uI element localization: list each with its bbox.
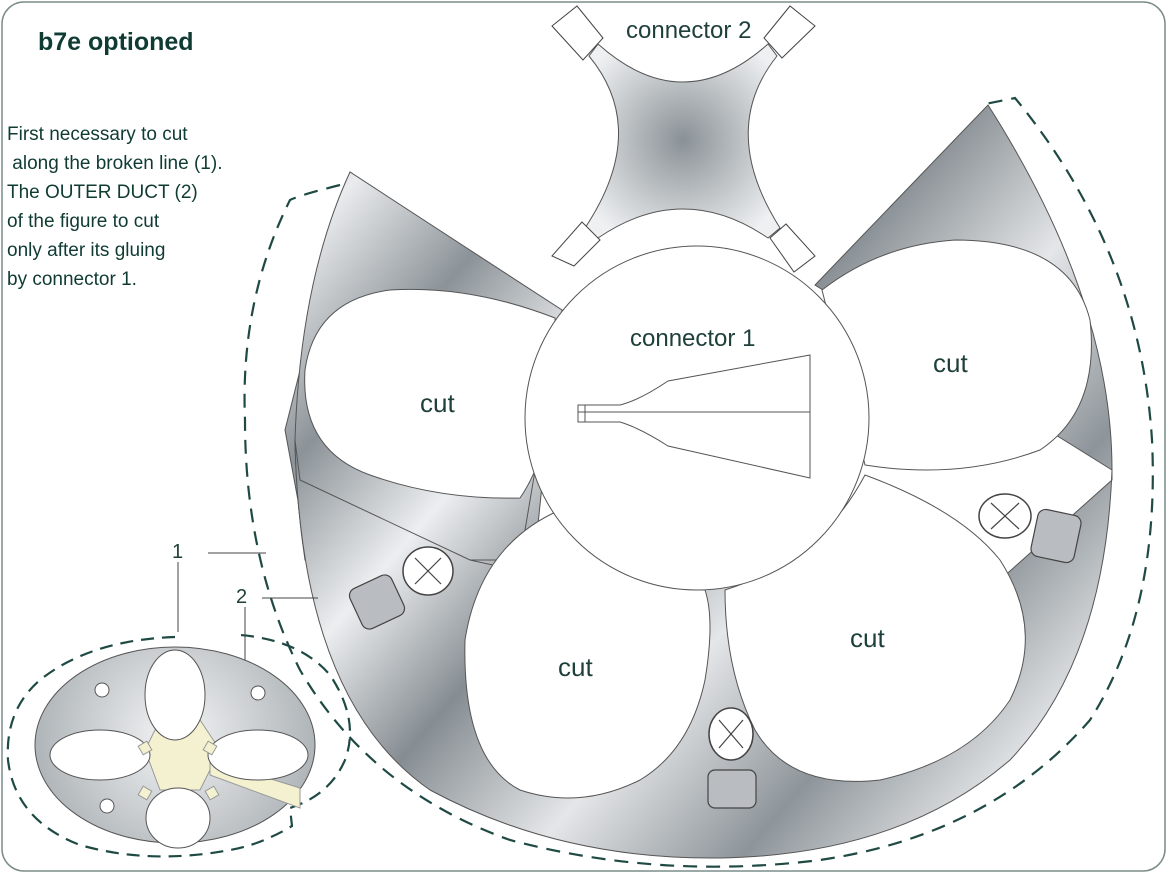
connector-2-label: connector 2 [626, 17, 751, 44]
inset-tab [202, 740, 218, 756]
callout-1: 1 [172, 541, 266, 632]
inset-tab [204, 785, 220, 801]
connector-1-label: connector 1 [630, 325, 755, 352]
connector-2-body [584, 43, 781, 239]
inset-petal [49, 729, 151, 781]
inset-petal [207, 729, 309, 781]
connector-1-duct [577, 354, 811, 479]
inset-tab [137, 740, 153, 756]
cut-oval-bottom-right: cut [724, 474, 1026, 782]
cut-oval-left: cut [304, 288, 557, 499]
inset-cut-line-dashed [6, 633, 352, 858]
inset-hole [99, 798, 115, 814]
cut-label: cut [420, 388, 455, 418]
connector-1: connector 1 [524, 245, 870, 591]
instruction-line: of the figure to cut [7, 211, 160, 232]
instruction-line: by connector 1. [7, 269, 137, 290]
glue-pad-icon [1030, 508, 1082, 564]
inset-hole [250, 685, 266, 701]
inset-petal [145, 787, 211, 849]
glue-pad-icon [707, 769, 757, 809]
cut-label: cut [850, 623, 885, 653]
cut-label: cut [558, 652, 593, 682]
inset-hole [94, 682, 110, 698]
instruction-line: First necessary to cut [7, 124, 188, 145]
callout-1-label: 1 [172, 541, 183, 563]
glue-mark-bottom [707, 707, 757, 809]
instruction-line: only after its gluing [7, 240, 165, 261]
instructions: First necessary to cut along the broken … [7, 124, 222, 290]
connector-2-tab [551, 221, 601, 267]
cut-label: cut [933, 348, 968, 378]
inset-petal [144, 649, 206, 741]
glue-mark-right [978, 493, 1082, 564]
instruction-line: along the broken line (1). [7, 153, 222, 174]
callout-2-label: 2 [236, 586, 247, 608]
connector-2-tab [763, 5, 816, 59]
assembled-inset [6, 633, 352, 858]
page-title: b7e optioned [38, 28, 194, 56]
connector-2-tab [551, 5, 604, 61]
glue-mark-left [348, 546, 454, 630]
connector-2-tab [769, 223, 816, 273]
cut-line-dashed [243, 96, 1154, 868]
glue-pad-icon [348, 574, 406, 630]
inset-tab [137, 785, 153, 801]
instruction-line: The OUTER DUCT (2) [7, 182, 198, 203]
connector-2: connector 2 [551, 5, 816, 273]
